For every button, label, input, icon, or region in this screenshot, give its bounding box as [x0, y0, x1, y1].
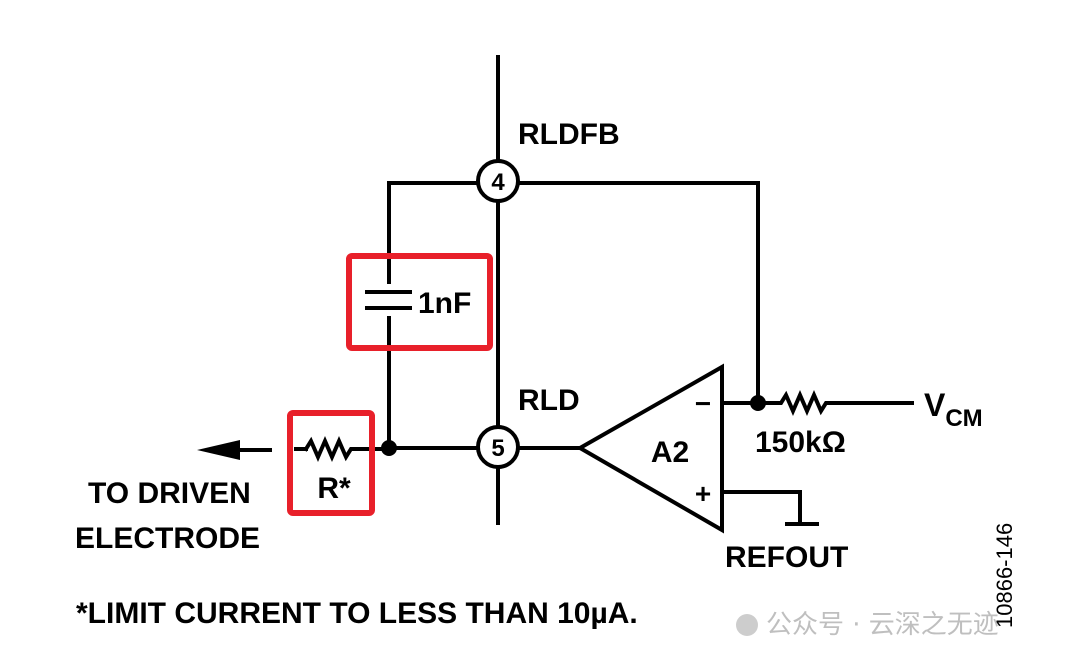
rstar-resistor: [303, 436, 391, 462]
feedback-wire: [516, 181, 760, 404]
arrow-left-icon: [197, 440, 240, 460]
pin-4-label: RLDFB: [518, 118, 620, 151]
opamp-a2: [575, 363, 724, 534]
cap-top-wire: [387, 181, 480, 284]
driven-electrode-label-line2: ELECTRODE: [75, 522, 260, 555]
resistor-150k: [756, 390, 914, 416]
footnote: *LIMIT CURRENT TO LESS THAN 10µA.: [76, 597, 638, 630]
refout-wire: [720, 490, 802, 525]
pin-4-number: 4: [491, 169, 505, 196]
noninverting-input-symbol: +: [695, 478, 711, 509]
capacitor-highlight-box: [346, 253, 493, 351]
rstar-value: R*: [317, 472, 351, 505]
watermark: 公众号 · 云深之无迹: [736, 610, 999, 640]
opamp-label: A2: [651, 436, 689, 469]
resistor-150k-value: 150kΩ: [755, 426, 846, 459]
figure-id: 10866-146: [992, 523, 1017, 628]
vcm-label: VCM: [924, 387, 983, 432]
capacitor-value: 1nF: [418, 287, 471, 320]
capacitor-1nf: [365, 290, 412, 310]
rstar-highlight-box: [287, 410, 375, 516]
pin-5: 5: [476, 425, 520, 469]
pin-5-number: 5: [491, 435, 504, 462]
refout-label: REFOUT: [725, 541, 848, 574]
pin-5-label: RLD: [518, 384, 580, 417]
wechat-icon: [736, 614, 758, 636]
driven-electrode-label-line1: TO DRIVEN: [88, 477, 251, 510]
inverting-input-symbol: −: [695, 388, 711, 419]
pin-4: 4: [476, 159, 520, 203]
watermark-text: 公众号 · 云深之无迹: [766, 610, 999, 640]
